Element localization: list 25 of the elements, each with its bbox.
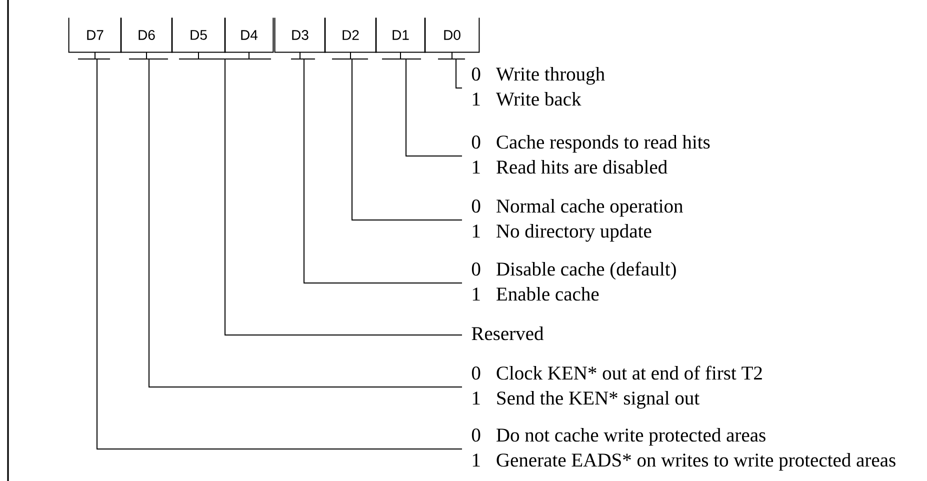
leader-line [224, 59, 462, 336]
bit-cell: D0 [424, 17, 480, 53]
bit-cell: D5 [171, 17, 226, 53]
bit-cell: D2 [324, 17, 377, 53]
leader-line [332, 52, 462, 220]
bit-cell: D6 [120, 17, 173, 53]
leader-line [248, 52, 250, 59]
bit-description: 0 Disable cache (default) 1 Enable cache [472, 262, 676, 301]
leader-line [438, 52, 466, 88]
bit-description: 0 Normal cache operation 1 No directory update [472, 198, 683, 242]
leader-line [290, 52, 462, 284]
leader-line [382, 52, 462, 156]
leader-line [128, 52, 462, 388]
leader-line [198, 52, 199, 59]
bit-description: 0 Do not cache write protected areas 1 Generate EADS* on writes to write protected areas [472, 428, 896, 471]
bit-description: 0 Clock KEN* out at end of first T2 1 Send the KEN* signal out [472, 366, 762, 409]
bit-cell: D4 [224, 17, 274, 53]
bit-cell: D3 [274, 17, 326, 53]
bit-description: 0 Write through 1 Write back [472, 66, 605, 106]
bit-description: 0 Cache responds to read hits 1 Read hits are disabled [472, 134, 710, 174]
bit-cell: D7 [68, 17, 122, 53]
leader-line [78, 52, 462, 450]
underline-bar [179, 58, 271, 60]
bit-description: Reserved [472, 326, 544, 340]
bit-cell: D1 [375, 17, 426, 53]
